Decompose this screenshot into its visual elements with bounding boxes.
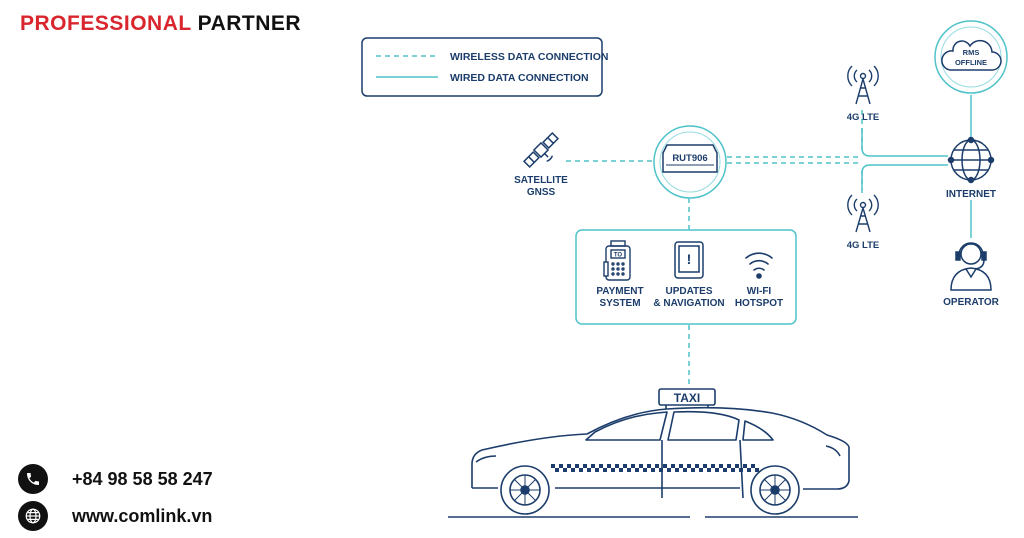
contact-phone[interactable]: +84 98 58 58 247 [18, 464, 213, 494]
lte-top-label: 4G LTE [847, 112, 880, 123]
services-box: TO PAYMENT SYSTEM ! UPDATES & NAVIGATION… [575, 229, 797, 325]
operator-node: OPERATOR [943, 242, 1000, 308]
legend-wireless-label: WIRELESS DATA CONNECTION [450, 51, 608, 63]
cloud-icon [941, 39, 1002, 71]
legend-wired-label: WIRED DATA CONNECTION [450, 72, 589, 84]
globe-icon [18, 501, 48, 531]
phone-icon [18, 464, 48, 494]
payment-label-2: SYSTEM [599, 298, 640, 309]
rms-node: RMS OFFLINE [934, 20, 1008, 94]
payment-label-1: PAYMENT [596, 286, 643, 297]
lte-bottom-label: 4G LTE [847, 240, 880, 251]
wifi-label-2: HOTSPOT [735, 298, 783, 309]
taxi-sign [658, 388, 716, 406]
taxi-car [448, 388, 858, 518]
pos-screen-text: TO [614, 253, 623, 259]
internet-node: INTERNET [946, 136, 996, 200]
globe-network-icon [947, 136, 995, 184]
brand-part2: PARTNER [197, 12, 302, 35]
wifi-label-1: WI-FI [747, 286, 772, 297]
satellite-label-2: GNSS [527, 187, 556, 198]
contact-website[interactable]: www.comlink.vn [18, 501, 212, 531]
router-label: RUT906 [672, 153, 707, 164]
legend: WIRELESS DATA CONNECTION WIRED DATA CONN… [361, 37, 608, 97]
satellite-icon [522, 131, 560, 169]
wifi-icon [745, 252, 773, 279]
website-url: www.comlink.vn [72, 505, 213, 526]
rms-label-1: RMS [963, 48, 980, 57]
rms-label-2: OFFLINE [955, 58, 987, 67]
updates-label-1: UPDATES [665, 286, 712, 297]
brand-part1: PROFESSIONAL [20, 12, 192, 35]
lte-bottom-node: 4G LTE [847, 194, 880, 251]
internet-label: INTERNET [946, 189, 996, 200]
link-lte-internet-bottom [861, 164, 948, 190]
operator-headset-icon [950, 242, 992, 291]
satellite-label-1: SATELLITE [514, 175, 568, 186]
phone-number: +84 98 58 58 247 [72, 468, 213, 489]
operator-label: OPERATOR [943, 297, 1000, 308]
router-node: RUT906 [653, 125, 727, 199]
pos-terminal-icon [603, 240, 631, 281]
updates-label-2: & NAVIGATION [653, 298, 724, 309]
satellite-node: SATELLITE GNSS [514, 131, 568, 198]
taxi-sign-text: TAXI [674, 391, 700, 405]
checker-band [551, 464, 759, 472]
antenna-icon [847, 194, 879, 233]
tablet-icon [674, 241, 704, 279]
brand-title: PROFESSIONAL PARTNER [20, 12, 301, 36]
connections [566, 95, 972, 385]
antenna-icon [847, 65, 879, 105]
tablet-mark: ! [687, 251, 692, 267]
lte-top-node: 4G LTE [847, 65, 880, 123]
link-lte-internet-top [861, 128, 948, 157]
